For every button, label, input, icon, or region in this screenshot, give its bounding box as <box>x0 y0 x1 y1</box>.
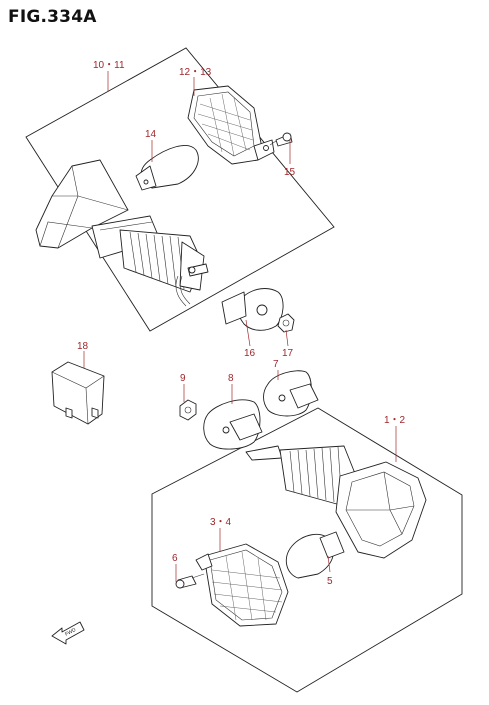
bulb-5[interactable] <box>285 531 345 579</box>
front-arrow-icon <box>51 621 85 645</box>
callout-14: 14 <box>145 129 157 140</box>
callout-8: 8 <box>228 373 234 384</box>
lower-turn-signal-housing[interactable] <box>245 445 427 559</box>
nut-17[interactable] <box>277 313 295 333</box>
lower-lens[interactable] <box>195 543 289 627</box>
bulb-14[interactable] <box>135 145 199 191</box>
screw-6[interactable] <box>175 573 205 589</box>
screw-15[interactable] <box>269 132 293 147</box>
cushion-16[interactable] <box>221 288 284 331</box>
callout-9: 9 <box>180 373 186 384</box>
cushion-8[interactable] <box>203 399 263 450</box>
callout-17: 17 <box>282 348 294 359</box>
callout-1-2: 1・2 <box>384 415 406 426</box>
front-indicator: FWD <box>51 621 85 645</box>
leader-lines <box>83 71 397 582</box>
upper-assembly-box <box>25 47 335 332</box>
upper-turn-signal-housing[interactable] <box>35 159 209 307</box>
callout-16: 16 <box>244 348 256 359</box>
callout-labels: 10・11 12・13 14 15 16 17 18 9 8 7 1・2 3・4… <box>77 60 406 587</box>
callout-10-11: 10・11 <box>93 60 125 71</box>
upper-lens[interactable] <box>187 85 275 165</box>
cushion-7[interactable] <box>263 370 319 417</box>
callout-18: 18 <box>77 341 89 352</box>
callout-7: 7 <box>273 359 279 370</box>
lower-assembly-box <box>151 407 463 693</box>
relay-18[interactable] <box>51 361 105 425</box>
callout-12-13: 12・13 <box>179 67 212 78</box>
callout-3-4: 3・4 <box>210 517 232 528</box>
callout-15: 15 <box>284 167 296 178</box>
front-indicator-label: FWD <box>64 627 77 638</box>
callout-5: 5 <box>327 576 333 587</box>
callout-6: 6 <box>172 553 178 564</box>
nut-9[interactable] <box>179 399 197 421</box>
figure-title: FIG.334A <box>8 7 97 27</box>
